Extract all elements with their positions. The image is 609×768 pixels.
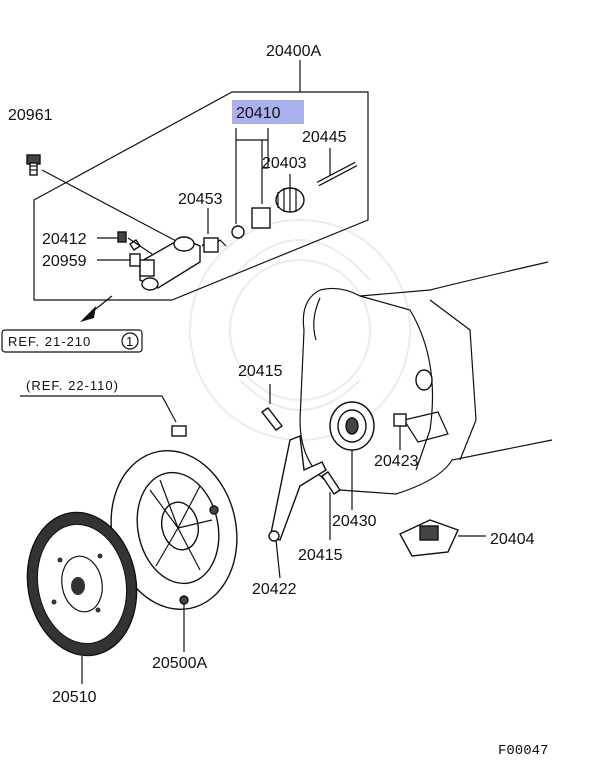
cap-20959 bbox=[129, 239, 141, 267]
leaders-kit bbox=[97, 60, 331, 261]
boot-20403 bbox=[275, 187, 305, 213]
label-20404: 20404 bbox=[490, 531, 535, 548]
label-20445: 20445 bbox=[302, 129, 347, 146]
figure-code: F00047 bbox=[498, 743, 548, 759]
label-20400A: 20400A bbox=[266, 43, 321, 60]
leader-bleeder bbox=[127, 237, 153, 255]
label-20423: 20423 bbox=[374, 453, 419, 470]
label-20422: 20422 bbox=[252, 581, 297, 598]
label-20415-upper: 20415 bbox=[238, 363, 283, 380]
label-20410: 20410 bbox=[236, 105, 281, 122]
ref-circle bbox=[121, 332, 139, 350]
label-ref-21-210: REF. 21-210 bbox=[8, 334, 91, 349]
release-bearing-20430 bbox=[329, 401, 375, 451]
leader-20422 bbox=[275, 539, 281, 579]
label-ref-21-210-num: 1 bbox=[126, 334, 134, 349]
label-20430: 20430 bbox=[332, 513, 377, 530]
leader-20961 bbox=[41, 169, 179, 243]
clip-20415-upper bbox=[260, 407, 284, 431]
spring-20453 bbox=[201, 237, 227, 253]
leader-ref-22b bbox=[161, 395, 177, 423]
label-20453: 20453 bbox=[178, 191, 223, 208]
bolt-20961 bbox=[26, 154, 41, 176]
label-ref-22-110: (REF. 22-110) bbox=[26, 378, 119, 393]
pivot-bolt bbox=[171, 425, 187, 437]
slave-cylinder-body bbox=[139, 236, 201, 291]
boot-20404 bbox=[399, 519, 459, 557]
label-20500A: 20500A bbox=[152, 655, 207, 672]
clutch-cover-20500A bbox=[110, 449, 238, 611]
label-20959: 20959 bbox=[42, 253, 87, 270]
label-20415-lower: 20415 bbox=[298, 547, 343, 564]
label-20510: 20510 bbox=[52, 689, 97, 706]
highlight-box-20410 bbox=[232, 100, 304, 124]
bleeder-20412 bbox=[117, 231, 127, 243]
label-20412: 20412 bbox=[42, 231, 87, 248]
clip-20415-lower bbox=[321, 471, 341, 495]
ref-21-210-box bbox=[1, 329, 143, 353]
piston-20410 bbox=[251, 207, 271, 229]
clutch-disc-20510 bbox=[26, 511, 138, 657]
label-20403: 20403 bbox=[262, 155, 307, 172]
push-rod-20445 bbox=[316, 161, 358, 187]
label-20961: 20961 bbox=[8, 107, 53, 124]
seal-ring bbox=[231, 225, 245, 239]
bolt-20423 bbox=[393, 413, 407, 446]
ref-arrow bbox=[80, 295, 113, 322]
transmission-housing bbox=[299, 261, 553, 495]
kit-outline bbox=[33, 91, 369, 301]
release-fork-20422 bbox=[268, 435, 327, 542]
